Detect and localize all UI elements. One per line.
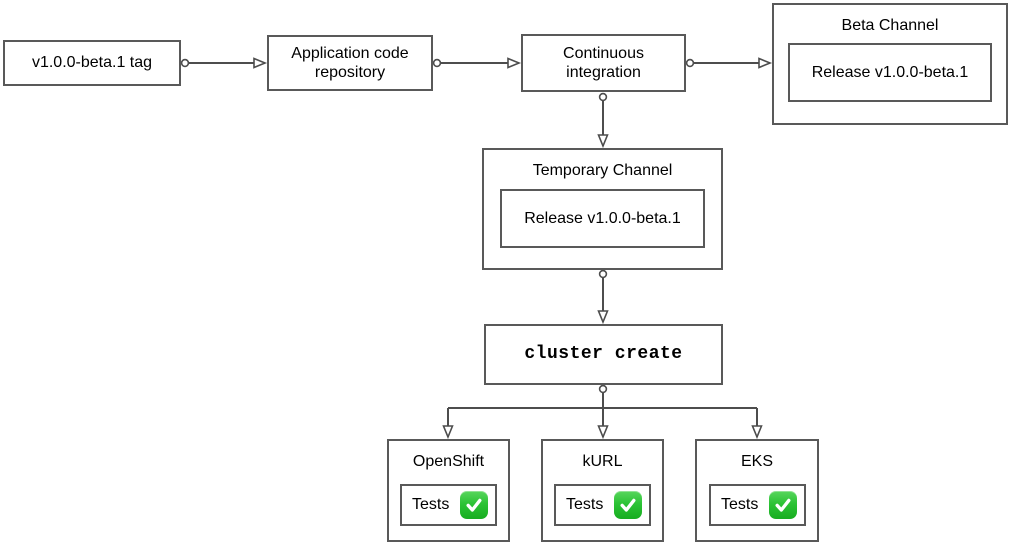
openshift-node: OpenShift Tests [387, 439, 510, 542]
cluster-create-label: cluster create [524, 343, 683, 364]
repo-node-label: Application code repository [291, 44, 409, 81]
openshift-tests-label: Tests [412, 496, 450, 513]
kurl-node: kURL Tests [541, 439, 664, 542]
eks-tests-label: Tests [721, 496, 759, 513]
kurl-tests-label: Tests [566, 496, 604, 513]
tag-node-label: v1.0.0-beta.1 tag [31, 54, 153, 72]
cluster-create-node: cluster create [484, 324, 723, 385]
temporary-release-label: Release v1.0.0-beta.1 [524, 209, 681, 227]
check-mark-icon [769, 491, 797, 519]
beta-release-label: Release v1.0.0-beta.1 [811, 63, 969, 81]
check-mark-icon [614, 491, 642, 519]
eks-tests-node: Tests [709, 484, 806, 526]
temporary-release-node: Release v1.0.0-beta.1 [500, 189, 705, 248]
beta-release-node: Release v1.0.0-beta.1 [788, 43, 992, 102]
tag-node: v1.0.0-beta.1 tag [3, 40, 181, 86]
openshift-title: OpenShift [412, 453, 485, 470]
ci-node: Continuous integration [521, 34, 686, 92]
kurl-title: kURL [582, 453, 623, 470]
ci-node-label: Continuous integration [563, 44, 644, 81]
check-mark-icon [460, 491, 488, 519]
kurl-tests-node: Tests [554, 484, 651, 526]
temporary-channel-title: Temporary Channel [532, 162, 673, 179]
eks-title: EKS [740, 453, 773, 470]
beta-channel-title: Beta Channel [841, 17, 939, 34]
openshift-tests-node: Tests [400, 484, 497, 526]
eks-node: EKS Tests [695, 439, 819, 542]
beta-channel-node: Beta Channel Release v1.0.0-beta.1 [772, 3, 1008, 125]
repo-node: Application code repository [267, 35, 433, 91]
temporary-channel-node: Temporary Channel Release v1.0.0-beta.1 [482, 148, 723, 270]
